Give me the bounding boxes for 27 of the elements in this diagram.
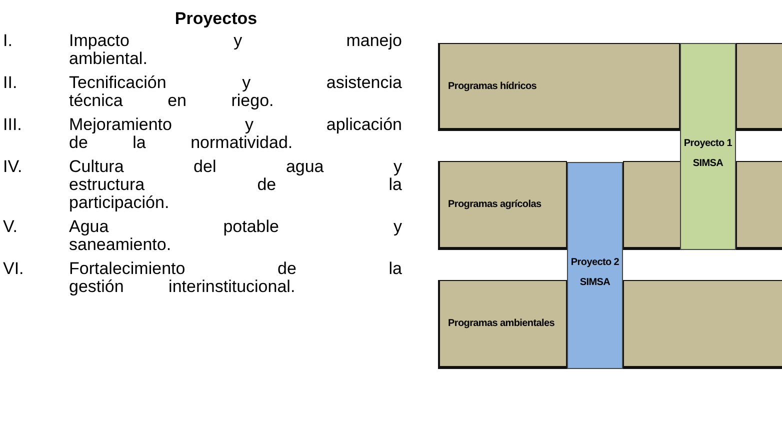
band-label: Programas ambientales	[447, 317, 556, 331]
list-item: Fortalecimiento de la gestión interinstitucional.	[69, 260, 402, 296]
project-column	[680, 43, 736, 250]
list-numeral: II.	[2, 74, 18, 94]
band-segment	[736, 161, 782, 250]
list-numeral: I.	[2, 32, 14, 52]
project-column	[567, 162, 623, 369]
list-item: Impacto y manejo ambiental.	[69, 32, 402, 68]
program-band	[438, 161, 567, 250]
band-segment	[736, 43, 782, 131]
column-label: Proyecto 2 SIMSA	[570, 256, 620, 290]
list-item: Tecnificación y asistencia técnica en riego.	[69, 74, 402, 110]
column-label: Proyecto 1 SIMSA	[682, 137, 734, 171]
band-segment	[623, 280, 782, 369]
program-band	[438, 43, 680, 131]
list-item: Cultura del agua y estructura de la participación.	[69, 158, 402, 212]
list-title: Proyectos	[174, 8, 258, 30]
program-band	[438, 280, 567, 369]
list-numeral: VI.	[2, 260, 25, 280]
list-item: Mejoramiento y aplicación de la normatividad.	[69, 116, 402, 152]
list-numeral: V.	[2, 218, 19, 238]
list-numeral: IV.	[2, 158, 24, 178]
band-label: Programas agrícolas	[447, 198, 542, 212]
band-label: Programas hídricos	[447, 80, 538, 94]
band-segment	[623, 161, 680, 250]
list-numeral: III.	[2, 116, 23, 136]
list-item: Agua potable y saneamiento.	[69, 218, 402, 254]
